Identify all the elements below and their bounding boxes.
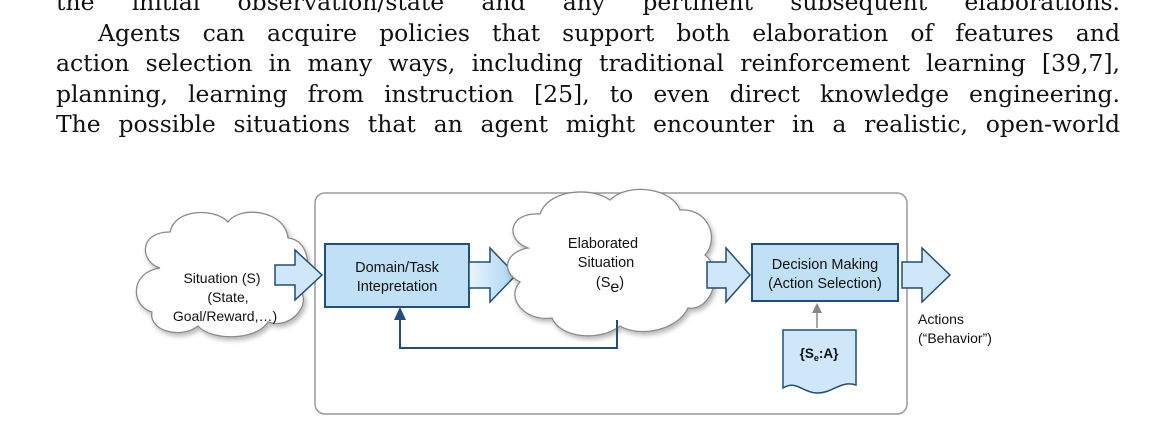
text-line-2: action selection in many ways, including…: [56, 49, 1120, 77]
body-text: the initial observation/state and any pe…: [56, 0, 1120, 140]
arrow-decision-to-actions: [901, 246, 952, 304]
decision-label-2: (Action Selection): [768, 276, 882, 292]
text-line-3: planning, learning from instruction [25]…: [56, 79, 1120, 108]
policy-arrowhead: [812, 303, 822, 313]
elaborated-label-3: (Se): [596, 275, 624, 296]
elaborated-label-3-sub: e: [610, 279, 619, 296]
feedback-line: [399, 318, 618, 349]
policy-label-suffix: :A}: [819, 346, 839, 361]
domain-task-label-2: Intepretation: [357, 279, 438, 295]
policy-label-sub: e: [814, 353, 819, 363]
text-line-4: The possible situations that an agent mi…: [56, 110, 1120, 138]
text-line-1-content: Agents can acquire policies that support…: [98, 18, 1120, 47]
arrow-situation-to-domain: [274, 248, 324, 302]
situation-label-3: Goal/Reward,…): [173, 308, 277, 324]
policy-label-prefix: {S: [800, 346, 814, 361]
domain-task-box: [324, 243, 470, 308]
actions-label-1: Actions: [918, 311, 964, 327]
elaborated-label-2: Situation: [578, 255, 634, 271]
policy-label: {Se:A}: [800, 346, 840, 363]
actions-label-2: (“Behavior”): [918, 330, 992, 346]
arrow-domain-to-elaborated: [468, 246, 518, 304]
domain-task-label-1: Domain/Task: [355, 260, 440, 276]
elaborated-label-3-main: (S: [596, 275, 611, 291]
elaborated-label-3-end: ): [619, 275, 624, 291]
situation-label-1: Situation (S): [183, 270, 260, 286]
policy-document: [782, 329, 857, 394]
situation-label-2: (State,: [207, 289, 248, 305]
decision-label-1: Decision Making: [772, 257, 878, 273]
text-line-1: Agents can acquire policies that support…: [56, 18, 1120, 49]
feedback-arrowhead: [394, 307, 406, 320]
decision-making-box: [751, 243, 899, 302]
elaborated-label-1: Elaborated: [568, 236, 638, 252]
text-line-0: the initial observation/state and any pe…: [56, 0, 1120, 16]
arrow-elaborated-to-decision: [706, 246, 752, 304]
